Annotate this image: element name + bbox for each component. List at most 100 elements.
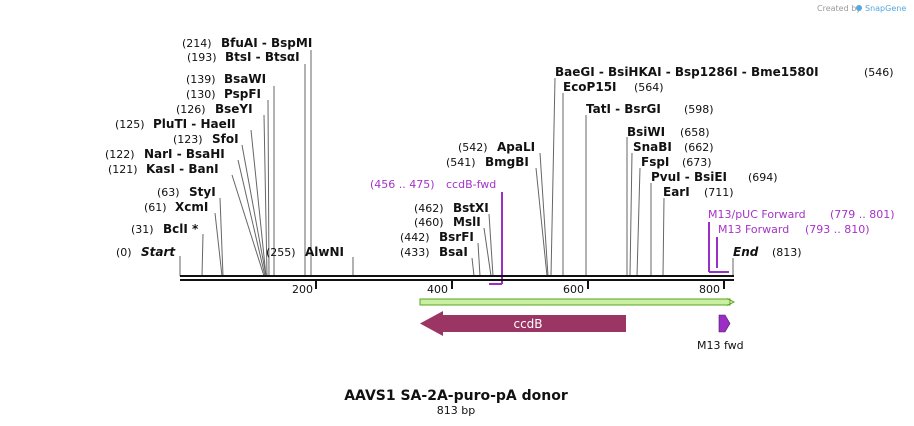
- cut-site-name: PvuI - BsiEI: [651, 170, 727, 184]
- cut-site-position: (546): [864, 66, 894, 79]
- primer-name: ccdB-fwd: [446, 178, 496, 191]
- cut-site-baegi[interactable]: BaeGI - BsiHKAI - Bsp1286I - Bme1580I (5…: [555, 65, 894, 79]
- svg-text:(813): (813): [772, 246, 802, 259]
- cut-site-name: AlwNI: [305, 245, 344, 259]
- cut-site-position: (130): [186, 88, 216, 101]
- cut-site-msli[interactable]: (460) MslI: [414, 215, 481, 229]
- cut-site-sfoi[interactable]: (123) SfoI: [173, 132, 239, 146]
- cut-site-nari[interactable]: (122) NarI - BsaHI: [105, 147, 225, 161]
- cut-site-bsrfi[interactable]: (442) BsrFI: [400, 230, 474, 244]
- cut-site-position: (122): [105, 148, 135, 161]
- cut-site-xcmi[interactable]: (61) XcmI: [144, 200, 208, 214]
- primer-range: (779 .. 801): [830, 208, 895, 221]
- orf-arrow[interactable]: [419, 298, 736, 306]
- cut-site-position: (694): [748, 171, 778, 184]
- cut-site-eari[interactable]: EarI (711): [663, 185, 734, 199]
- svg-text:800: 800: [699, 283, 720, 296]
- cut-site-position: (139): [186, 73, 216, 86]
- cut-site-bsiwi[interactable]: BsiWI (658): [627, 125, 710, 139]
- primer-range: (456 .. 475): [370, 178, 435, 191]
- ruler-tick-200: 200: [292, 281, 317, 296]
- cut-site-pluti[interactable]: (125) PluTI - HaeII: [115, 117, 236, 131]
- cut-site-ecop15i[interactable]: EcoP15I (564): [563, 80, 664, 94]
- map-length: 813 bp: [437, 404, 475, 417]
- feature-label: M13 fwd: [697, 339, 744, 352]
- primer-range: (793 .. 810): [805, 223, 870, 236]
- cut-site-position: (542): [458, 141, 488, 154]
- cut-site-position: (662): [684, 141, 714, 154]
- feature-m13-fwd[interactable]: M13 fwd: [697, 314, 744, 352]
- cut-site-apali[interactable]: (542) ApaLI: [458, 140, 535, 154]
- snapgene-icon: [856, 5, 862, 11]
- cut-site-kasi[interactable]: (121) KasI - BanI: [108, 162, 219, 176]
- svg-text:600: 600: [563, 283, 584, 296]
- cut-site-name: KasI - BanI: [146, 162, 219, 176]
- cut-site-name: BsrFI: [439, 230, 474, 244]
- cut-site-position: (460): [414, 216, 444, 229]
- svg-text:200: 200: [292, 283, 313, 296]
- cut-site-position: (442): [400, 231, 430, 244]
- feature-label: ccdB: [513, 317, 542, 331]
- cut-site-bfuai[interactable]: (214) BfuAI - BspMI: [182, 36, 312, 50]
- cut-site-bseyi[interactable]: (126) BseYI: [176, 102, 253, 116]
- cut-site-position: (541): [446, 156, 476, 169]
- cut-site-bcli[interactable]: (31) BclI *: [131, 222, 199, 236]
- svg-text:Start: Start: [141, 245, 176, 259]
- cut-site-bmgbi[interactable]: (541) BmgBI: [446, 155, 529, 169]
- ccdb-arrow: [420, 311, 626, 336]
- cut-site-name: PspFI: [224, 87, 261, 101]
- snapgene-logo: SnapGene: [865, 4, 906, 13]
- primer-ccdb-fwd[interactable]: (456 .. 475) ccdB-fwd: [370, 178, 503, 285]
- svg-text:(0): (0): [116, 246, 132, 259]
- cut-site-pvui[interactable]: PvuI - BsiEI (694): [651, 170, 778, 184]
- ruler-tick-400: 400: [427, 281, 453, 296]
- cut-site-name: BsaWI: [224, 72, 266, 86]
- cut-site-position: (598): [684, 103, 714, 116]
- cut-site-fspi[interactable]: FspI (673): [641, 155, 712, 169]
- cut-site-position: (462): [414, 202, 444, 215]
- cut-site-name: BtsI - BtsαI: [225, 50, 300, 64]
- primer-m13-puc-forward[interactable]: M13/pUC Forward (779 .. 801): [708, 208, 895, 273]
- feature-ccdb[interactable]: ccdB: [420, 311, 626, 336]
- cut-site-name: EcoP15I: [563, 80, 617, 94]
- ruler-tick-600: 600: [563, 281, 589, 296]
- cut-site-name: EarI: [663, 185, 690, 199]
- cut-site-snabi[interactable]: SnaBI (662): [633, 140, 714, 154]
- start-marker: (0) Start: [116, 245, 176, 259]
- cut-site-position: (123): [173, 133, 203, 146]
- cut-site-name: BstXI: [453, 201, 489, 215]
- cut-site-position: (63): [157, 186, 180, 199]
- cut-site-name: NarI - BsaHI: [144, 147, 225, 161]
- cut-site-bsawi[interactable]: (139) BsaWI: [186, 72, 266, 86]
- credit-text: Created by: [817, 4, 861, 13]
- cut-site-name: BsaI: [439, 245, 468, 259]
- cut-site-name: BclI *: [163, 222, 199, 236]
- cut-site-position: (125): [115, 118, 145, 131]
- cut-site-name: BsiWI: [627, 125, 665, 139]
- cut-site-name: BseYI: [215, 102, 253, 116]
- cut-site-name: TatI - BsrGI: [586, 102, 661, 116]
- end-marker: End (813): [733, 245, 802, 259]
- cut-site-name: BfuAI - BspMI: [221, 36, 312, 50]
- primer-m13-forward[interactable]: M13 Forward (793 .. 810): [716, 223, 870, 268]
- map-title: AAVS1 SA-2A-puro-pA donor: [344, 388, 568, 404]
- cut-site-bstxi[interactable]: (462) BstXI: [414, 201, 489, 215]
- m13-fwd-arrow: [718, 314, 731, 333]
- cut-site-tati[interactable]: TatI - BsrGI (598): [586, 102, 714, 116]
- svg-text:400: 400: [427, 283, 448, 296]
- cut-site-styi[interactable]: (63) StyI: [157, 185, 216, 199]
- cut-site-position: (193): [187, 51, 217, 64]
- cut-site-name: BmgBI: [485, 155, 529, 169]
- cut-site-position: (31): [131, 223, 154, 236]
- cut-site-bsai[interactable]: (433) BsaI: [400, 245, 468, 259]
- ruler-tick-800: 800: [699, 281, 725, 296]
- cut-site-position: (658): [680, 126, 710, 139]
- cut-site-name: SfoI: [212, 132, 239, 146]
- cut-site-position: (214): [182, 37, 212, 50]
- cut-site-alwni[interactable]: (255) AlwNI: [266, 245, 344, 259]
- cut-site-btsi[interactable]: (193) BtsI - BtsαI: [187, 50, 300, 64]
- cut-site-pspfi[interactable]: (130) PspFI: [186, 87, 261, 101]
- cut-site-name: StyI: [189, 185, 216, 199]
- dna-backbone: [180, 275, 734, 281]
